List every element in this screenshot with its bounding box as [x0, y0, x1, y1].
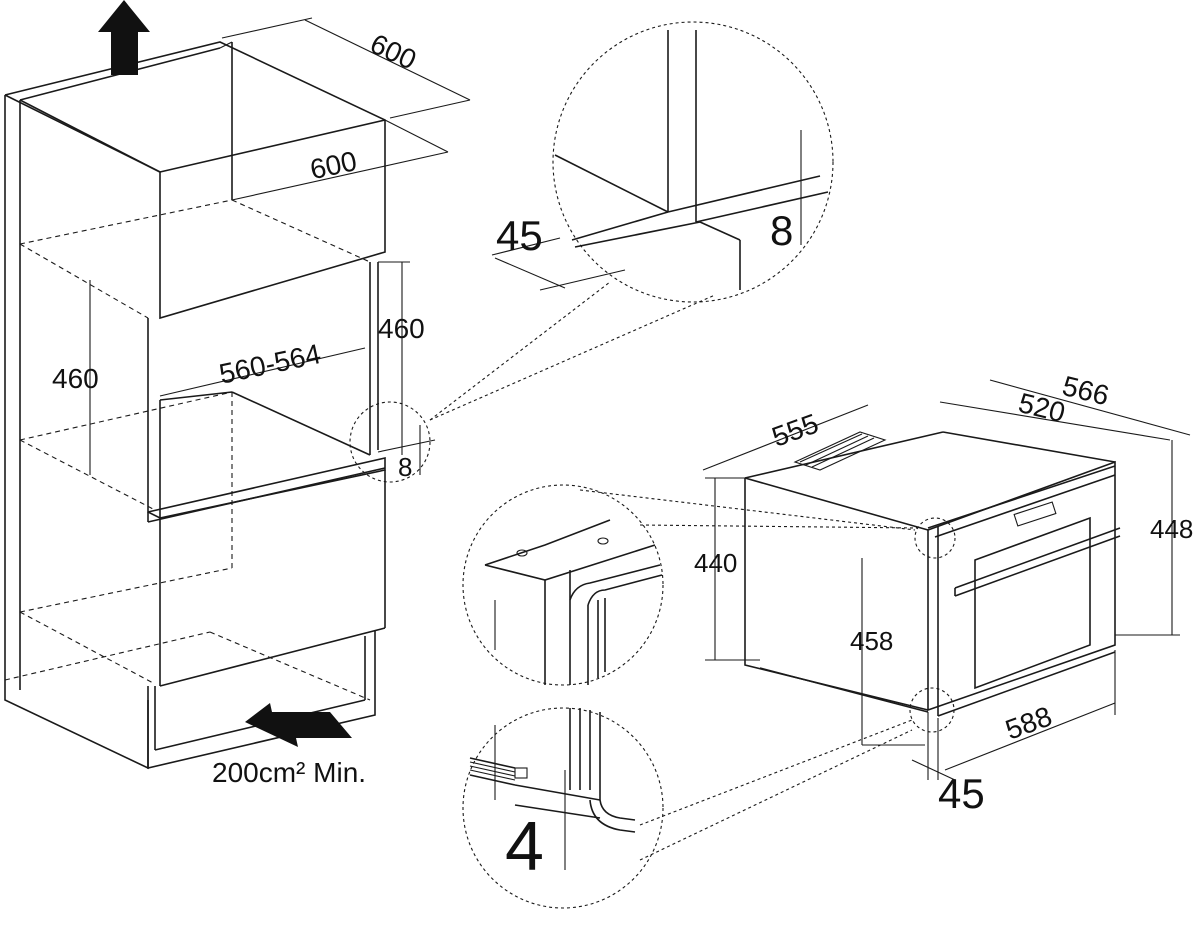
cabinet-depth-top-label: 600: [366, 28, 421, 76]
oven-height-outer-label: 448: [1150, 514, 1193, 544]
detail-top: [491, 21, 834, 303]
cabinet-niche-width-label: 560-564: [216, 338, 323, 390]
cabinet-niche-height-right-label: 460: [378, 313, 425, 344]
detail-oven-top: [462, 484, 664, 686]
oven-bottom-zoom-marker: [909, 687, 955, 733]
detail-oven-bottom: [462, 707, 664, 909]
exhaust-arrow-icon: [98, 0, 150, 75]
intake-arrow-icon: [245, 703, 352, 747]
ventilation-label: 200cm² Min.: [212, 757, 366, 788]
detail-top-gap-label: 8: [770, 207, 793, 254]
oven-height-body-label: 440: [694, 548, 737, 578]
cabinet-depth-inner-label: 600: [307, 145, 359, 185]
oven-top-zoom-marker: [914, 517, 956, 559]
detail-top-offset-label: 45: [496, 212, 543, 259]
cabinet-niche-height-left-label: 460: [52, 363, 99, 394]
oven-front-thickness-label: 45: [938, 770, 985, 817]
detail-bottom-gap-label: 4: [505, 807, 544, 885]
cabinet-zoom-marker: [349, 401, 431, 483]
oven-drawing: [702, 379, 1191, 781]
oven-height-inner-label: 458: [850, 626, 893, 656]
oven-width-front-label: 588: [1001, 700, 1056, 745]
oven-width-outer-label: 566: [1059, 370, 1112, 411]
cabinet-drawing: [4, 17, 471, 770]
cabinet-gap-bottom-label: 8: [398, 452, 412, 482]
oven-depth-total-label: 555: [768, 408, 823, 453]
